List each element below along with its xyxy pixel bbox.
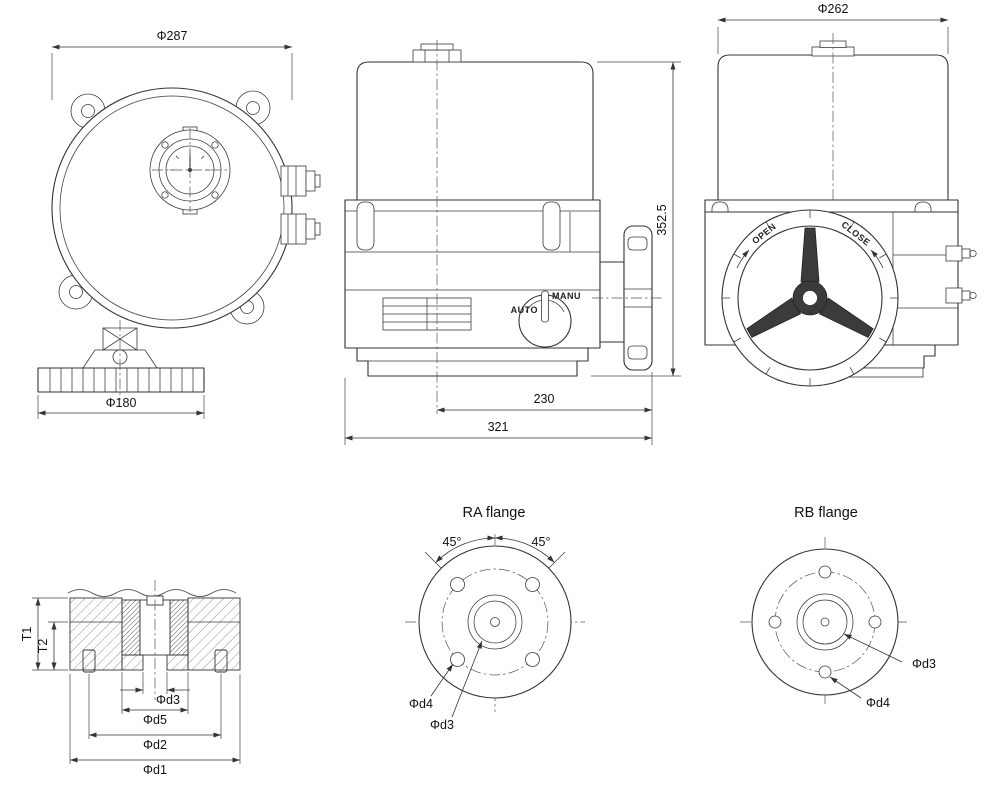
dim-d1-label: Φd1 (143, 763, 167, 777)
section-body (67, 580, 241, 700)
dim-230: 230 (437, 372, 653, 417)
stud-right (214, 649, 228, 673)
manu-label: MANU (552, 291, 581, 301)
front-housing (51, 87, 293, 329)
mode-selector: MANU AUTO (511, 290, 581, 348)
dim-t1: T1 (20, 597, 68, 671)
dim-phi-d3-section: Φd3 (120, 672, 190, 707)
side-base (356, 347, 589, 377)
dim-phi180-label: Φ180 (106, 396, 137, 410)
dim-phi287-label: Φ287 (157, 29, 188, 43)
rb-bolt-hole (818, 565, 832, 579)
dim-d5-label: Φd5 (143, 713, 167, 727)
cable-gland-rear-bottom (945, 287, 977, 304)
rb-flange-view: RB flange Φd3 Φd4 (740, 505, 936, 710)
dim-321: 321 (344, 378, 653, 445)
open-direction-arrow (736, 249, 750, 269)
dim-230-label: 230 (534, 392, 555, 406)
handwheel-grip-ticks (722, 210, 898, 386)
housing-outer-circle (51, 87, 293, 329)
dim-t2: T2 (36, 621, 68, 670)
auto-label: AUTO (511, 305, 538, 315)
dim-phi262: Φ262 (717, 2, 949, 54)
dim-352-5: 352.5 (591, 61, 681, 377)
angle-right-label: 45° (532, 535, 551, 549)
dim-phi-d1: Φd1 (69, 674, 241, 777)
ra-flange-face (405, 534, 585, 712)
rb-d4-label: Φd4 (866, 696, 890, 710)
manual-auto-lever (541, 290, 549, 323)
ra-d3-label: Φd3 (430, 718, 454, 732)
dim-d2-label: Φd2 (143, 738, 167, 752)
angle-left-label: 45° (443, 535, 462, 549)
leader-phi-d4-ra: Φd4 (409, 663, 454, 711)
nameplate (382, 297, 472, 331)
ra-flange-title: RA flange (463, 505, 526, 521)
rb-bolt-hole (868, 615, 882, 629)
leader-phi-d3-rb: Φd3 (843, 633, 936, 671)
rb-bolt-hole (768, 615, 782, 629)
dim-45-left: 45° (435, 535, 496, 563)
dim-phi262-label: Φ262 (818, 2, 849, 16)
front-base-flange (37, 320, 205, 400)
ra-flange-view: RA flange 45° 45° Φd4 (405, 505, 585, 732)
ra-d4-label: Φd4 (409, 697, 433, 711)
dim-height-label: 352.5 (655, 204, 669, 235)
cable-gland-front-top (280, 165, 321, 197)
cable-gland-rear-top (945, 245, 977, 262)
position-indicator-dial (149, 126, 231, 215)
dim-t2-label: T2 (36, 639, 50, 654)
front-view: Φ287 Φ180 (37, 29, 321, 419)
section-view: T1 T2 Φd3 Φd5 Φd2 (20, 580, 241, 777)
ra-bolt-hole (450, 577, 465, 592)
leader-phi-d3-ra: Φd3 (430, 640, 483, 732)
dim-phi287: Φ287 (51, 29, 293, 100)
handwheel-rim-inner (737, 225, 883, 371)
dim-d3-section-label: Φd3 (156, 693, 180, 707)
ra-bolt-hole (450, 652, 465, 667)
base-fins (49, 368, 194, 392)
dim-phi-d2: Φd2 (88, 674, 222, 752)
dim-phi180: Φ180 (37, 395, 205, 419)
cable-gland-front-bottom (280, 213, 321, 245)
close-direction-arrow (870, 249, 884, 269)
rb-flange-title: RB flange (794, 505, 858, 521)
stud-left (82, 649, 96, 673)
dim-45-right: 45° (494, 535, 555, 563)
handwheel: OPEN CLOSE (721, 209, 899, 387)
break-line (67, 589, 237, 597)
rb-d3-label: Φd3 (912, 657, 936, 671)
side-view: MANU AUTO 352.5 230 (344, 40, 681, 445)
side-cover (356, 61, 594, 201)
output-flange (592, 225, 664, 371)
rear-view: OPEN CLOSE Φ262 (704, 2, 977, 387)
ra-bolt-circle (441, 568, 549, 676)
ra-bolt-hole (525, 577, 540, 592)
dim-phi-d5: Φd5 (121, 672, 189, 727)
dim-321-label: 321 (488, 420, 509, 434)
rb-bolt-hole (818, 665, 832, 679)
leader-phi-d4-rb: Φd4 (829, 676, 890, 710)
rb-flange-face (740, 537, 910, 707)
dim-t1-label: T1 (20, 627, 34, 642)
ra-bolt-hole (525, 652, 540, 667)
